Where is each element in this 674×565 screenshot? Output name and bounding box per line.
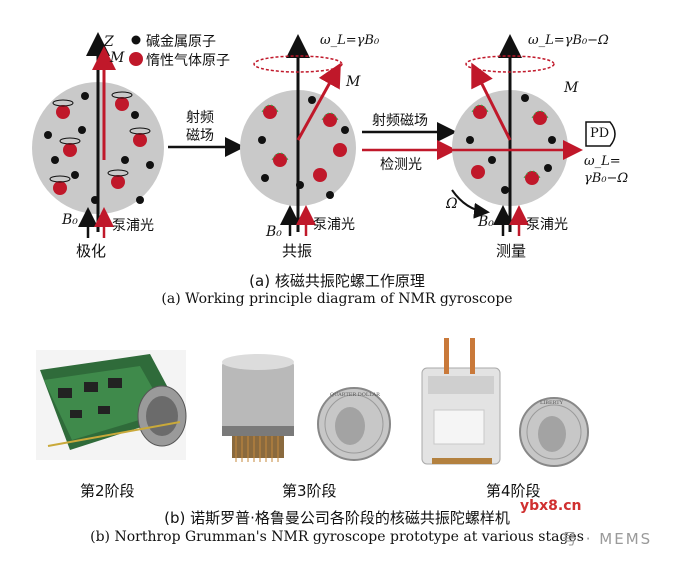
p2-m-label: M xyxy=(346,74,361,90)
p3-b0-label: B₀ xyxy=(478,214,494,230)
m-label: M xyxy=(110,50,125,66)
legend-alkali-label: 碱金属原子 xyxy=(146,34,216,50)
p3-stage-label: 测量 xyxy=(496,242,527,260)
stage3-label: 第3阶段 xyxy=(282,482,337,500)
atoms xyxy=(258,96,349,199)
caption-b-en: (b) Northrop Grumman's NMR gyroscope pro… xyxy=(90,529,584,545)
atoms xyxy=(44,91,154,204)
p1-b0-label: B₀ xyxy=(62,212,78,228)
photo-stage2 xyxy=(36,350,187,460)
panel-measurement xyxy=(451,34,616,236)
pd-label: PD xyxy=(590,126,610,141)
p2-pump-label: 泵浦光 xyxy=(313,217,355,233)
caption-b-zh: (b) 诺斯罗普·格鲁曼公司各阶段的核磁共振陀螺样机 xyxy=(164,509,510,527)
detect-light-label: 检测光 xyxy=(380,157,422,173)
coin-text-2: LIBERTY xyxy=(540,400,563,406)
rf-label-line1: 射频 xyxy=(186,110,214,126)
p1-stage-label: 极化 xyxy=(76,242,107,260)
legend-red-dot xyxy=(129,52,143,66)
watermark-site: ybx8.cn xyxy=(520,498,582,514)
rf-label-line2: 磁场 xyxy=(186,128,214,144)
p2-omega-label: ω_L=γB₀ xyxy=(320,33,380,48)
photo-stage4 xyxy=(421,338,589,467)
rotation-omega-label: Ω xyxy=(446,196,458,212)
p2-b0-label: B₀ xyxy=(266,224,282,240)
p3-omega-l-line2: γB₀−Ω xyxy=(584,171,629,186)
p3-pump-label: 泵浦光 xyxy=(526,217,568,233)
panel-resonance xyxy=(240,34,356,236)
rotation-arrow xyxy=(451,189,490,219)
p2-stage-label: 共振 xyxy=(282,242,313,260)
photo-stage3 xyxy=(222,354,391,462)
m-vector xyxy=(296,62,341,141)
panel-polarization xyxy=(32,32,164,238)
legend-inert-label: 惰性气体原子 xyxy=(146,53,230,69)
pd-detector xyxy=(585,121,616,147)
z-axis-label: Z xyxy=(104,34,114,50)
caption-a-zh: (a) 核磁共振陀螺工作原理 xyxy=(249,272,425,290)
prototype-photos xyxy=(36,338,589,467)
p3-m-label: M xyxy=(564,80,579,96)
precession-orbit xyxy=(465,55,555,73)
p3-omega-label: ω_L=γB₀−Ω xyxy=(528,33,609,48)
legend-black-dot xyxy=(131,35,141,45)
nmr-principle-diagram xyxy=(32,32,616,238)
m-vector xyxy=(471,62,512,141)
watermark-text: 号 · MEMS xyxy=(562,530,653,548)
coin-text-1: QUARTER DOLLAR xyxy=(330,392,380,398)
stage2-label: 第2阶段 xyxy=(80,482,135,500)
rf-field-label: 射频磁场 xyxy=(372,113,428,129)
precession-orbit xyxy=(253,55,343,73)
p1-pump-label: 泵浦光 xyxy=(112,218,154,234)
atoms xyxy=(466,94,556,194)
caption-a-en: (a) Working principle diagram of NMR gyr… xyxy=(161,291,513,307)
p3-omega-l-line1: ω_L= xyxy=(584,154,621,169)
stage4-label: 第4阶段 xyxy=(486,482,541,500)
